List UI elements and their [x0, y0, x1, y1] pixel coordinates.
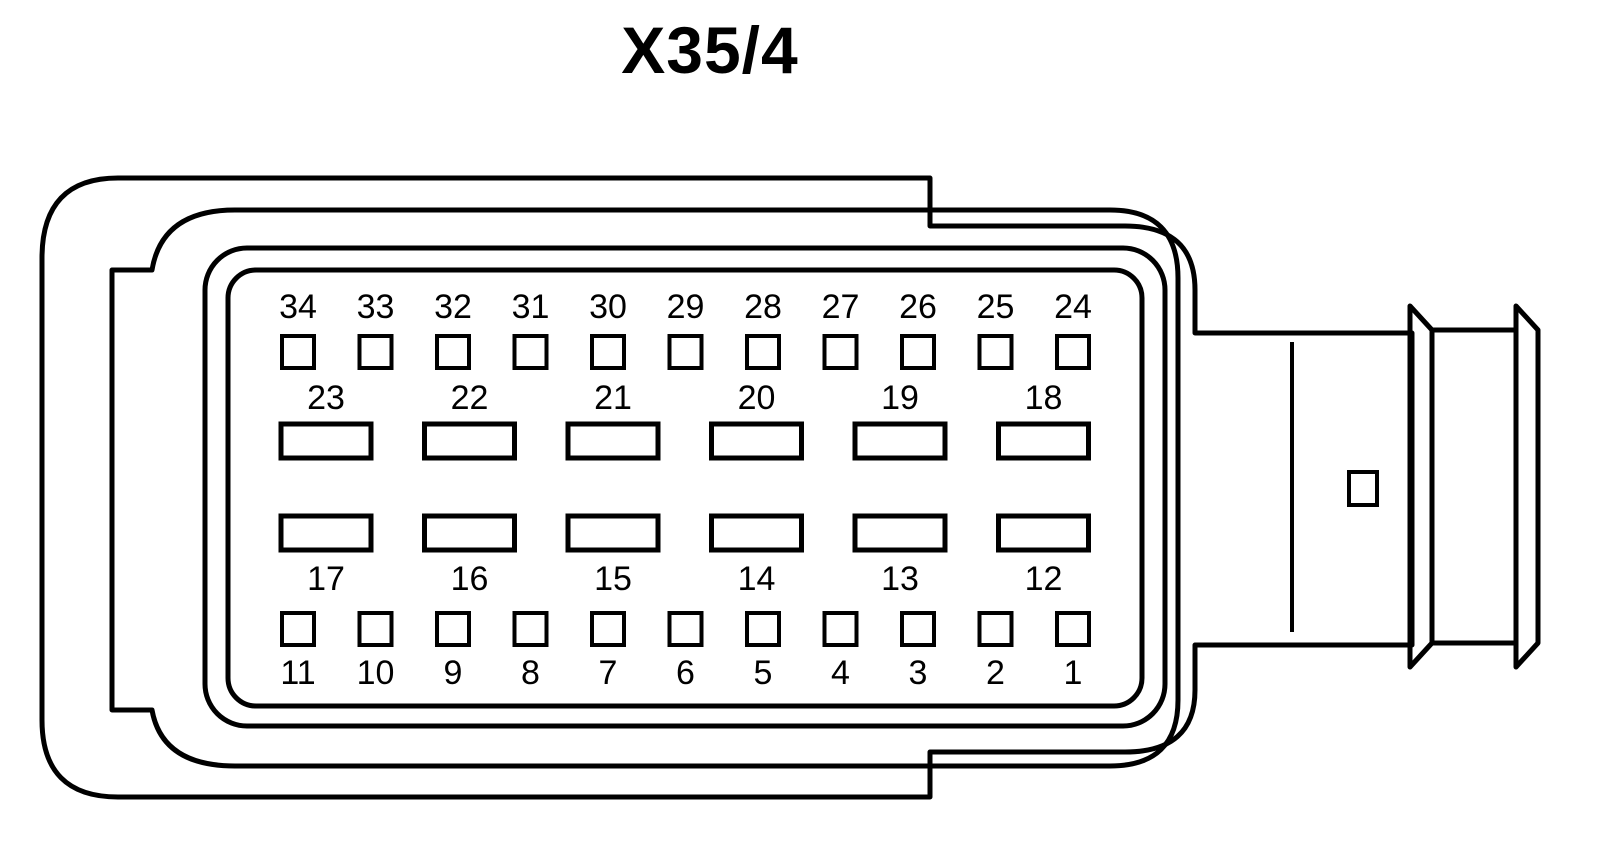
- pin-28: [745, 334, 781, 370]
- pin-10: [357, 611, 394, 647]
- pin-label-9: 9: [444, 654, 463, 692]
- pin-29: [667, 334, 704, 370]
- pin-label-24: 24: [1054, 288, 1092, 326]
- pin-label-27: 27: [822, 288, 860, 326]
- connector-housing-outline: [39, 175, 1415, 800]
- pin-label-18: 18: [1025, 379, 1063, 417]
- pin-4: [822, 611, 859, 647]
- pin-17: [278, 513, 374, 553]
- pin-30: [590, 334, 626, 370]
- pin-label-5: 5: [754, 654, 773, 692]
- pin-33: [357, 334, 394, 370]
- pin-label-23: 23: [307, 379, 345, 417]
- pin-label-3: 3: [909, 654, 928, 692]
- pin-22: [422, 421, 517, 461]
- pin-25: [977, 334, 1014, 370]
- pin-label-14: 14: [738, 560, 776, 598]
- pin-32: [435, 334, 471, 370]
- pin-9: [435, 611, 471, 647]
- pin-label-22: 22: [451, 379, 489, 417]
- pin-label-28: 28: [744, 288, 782, 326]
- pin-21: [565, 421, 661, 461]
- pin-5: [745, 611, 781, 647]
- pin-18: [996, 421, 1091, 461]
- pin-label-1: 1: [1064, 654, 1083, 692]
- pin-label-8: 8: [521, 654, 540, 692]
- pin-14: [709, 513, 804, 553]
- pin-34: [280, 334, 316, 370]
- connector-title: X35/4: [621, 13, 799, 87]
- pin-26: [900, 334, 936, 370]
- pin-7: [590, 611, 626, 647]
- pin-label-17: 17: [307, 560, 345, 598]
- pin-13: [852, 513, 948, 553]
- housing-inner-contour: [109, 207, 1181, 769]
- pin-3: [900, 611, 936, 647]
- pin-label-13: 13: [881, 560, 919, 598]
- pin-label-32: 32: [434, 288, 472, 326]
- pin-15: [565, 513, 661, 553]
- pin-label-33: 33: [357, 288, 395, 326]
- pin-27: [822, 334, 859, 370]
- pin-12: [996, 513, 1091, 553]
- pin-label-6: 6: [676, 654, 695, 692]
- latch-window: [1347, 470, 1379, 507]
- pin-label-7: 7: [599, 654, 618, 692]
- pin-label-10: 10: [357, 654, 395, 692]
- pin-31: [512, 334, 549, 370]
- pin-16: [422, 513, 517, 553]
- pin-8: [512, 611, 549, 647]
- pin-label-12: 12: [1025, 560, 1063, 598]
- pin-19: [852, 421, 948, 461]
- pin-label-21: 21: [594, 379, 632, 417]
- pin-label-31: 31: [512, 288, 550, 326]
- pin-label-19: 19: [881, 379, 919, 417]
- collar-ring-right: [1513, 303, 1541, 670]
- pin-label-4: 4: [831, 654, 850, 692]
- pin-label-34: 34: [279, 288, 317, 326]
- pin-face-frame-inner: [225, 267, 1145, 709]
- pin-label-26: 26: [899, 288, 937, 326]
- pin-1: [1055, 611, 1091, 647]
- pin-2: [977, 611, 1014, 647]
- pin-label-29: 29: [667, 288, 705, 326]
- pin-11: [280, 611, 316, 647]
- pin-label-11: 11: [280, 654, 315, 692]
- pin-label-25: 25: [977, 288, 1015, 326]
- pin-label-2: 2: [986, 654, 1005, 692]
- collar-body: [1432, 327, 1519, 646]
- pin-20: [709, 421, 804, 461]
- pin-23: [278, 421, 374, 461]
- pin-label-15: 15: [594, 560, 632, 598]
- pin-6: [667, 611, 704, 647]
- pin-face-frame-outer: [202, 245, 1168, 729]
- pin-label-20: 20: [738, 379, 776, 417]
- pin-24: [1055, 334, 1091, 370]
- pin-label-16: 16: [451, 560, 489, 598]
- pin-label-30: 30: [589, 288, 627, 326]
